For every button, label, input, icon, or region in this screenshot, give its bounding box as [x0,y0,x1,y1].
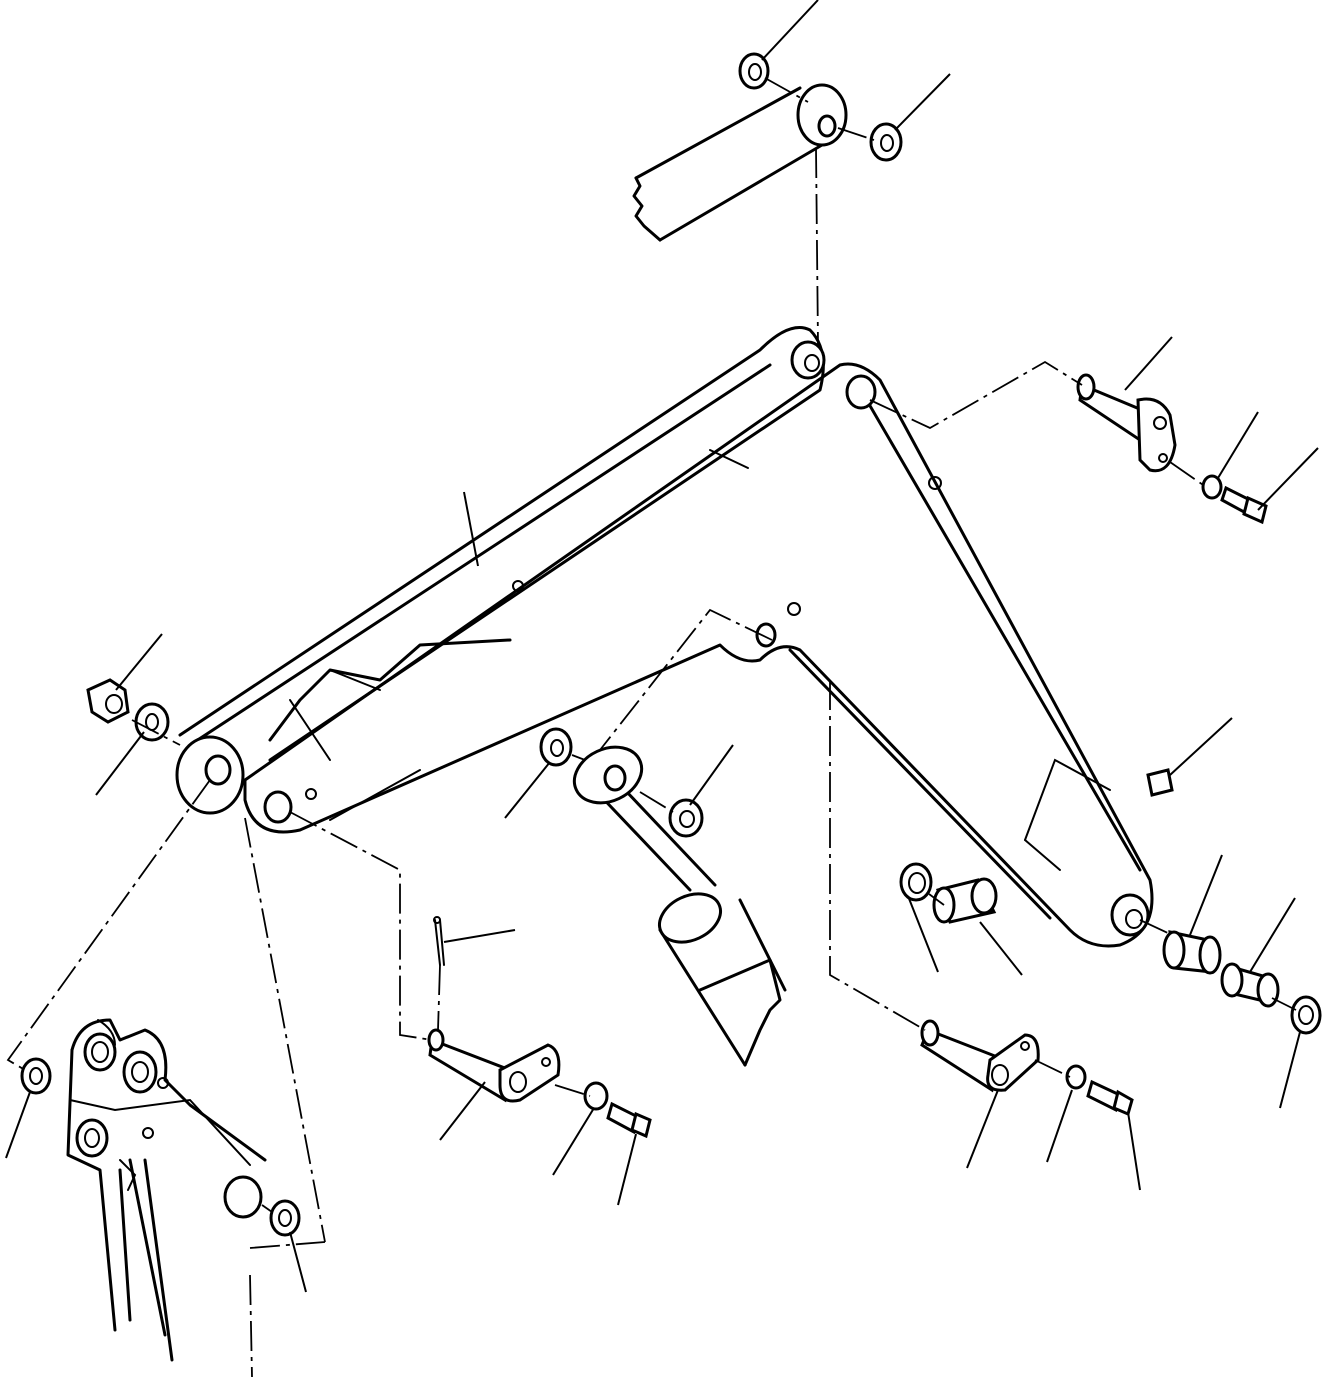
castle-nut [86,678,130,724]
right-lower-bolt [1086,1079,1134,1117]
top-washer-left [738,52,770,90]
boom-arm [175,326,826,815]
upper-right-washer [1201,474,1223,500]
lower-cylinder [572,745,787,1067]
top-washer-right [869,122,903,162]
top-cylinder-rod-end [632,83,848,242]
bushing-right-2 [1220,962,1280,1008]
bracket-washer-left [20,1057,52,1095]
lower-bent-link [243,362,1154,948]
right-lower-pin [920,1019,1040,1093]
lower-cylinder-washer-left [539,727,573,767]
upper-right-bolt [1220,485,1268,525]
upper-right-pin [1076,373,1177,473]
seal-left [899,862,933,902]
mounting-bracket [66,1018,267,1362]
right-lower-washer [1065,1064,1087,1090]
bushing-left [932,877,998,924]
lower-cylinder-washer-right [668,798,704,838]
center-pin [427,1028,561,1103]
bracket-washer-right [269,1199,301,1237]
seal-right [1290,995,1322,1035]
alignment-centerlines [6,77,1297,1377]
center-bolt [606,1101,652,1139]
bushing-right-1 [1162,930,1222,975]
cotter-pin [433,916,445,966]
grease-nipple [1146,768,1174,797]
callout-leader-lines [5,0,1319,1293]
center-washer [583,1081,609,1111]
